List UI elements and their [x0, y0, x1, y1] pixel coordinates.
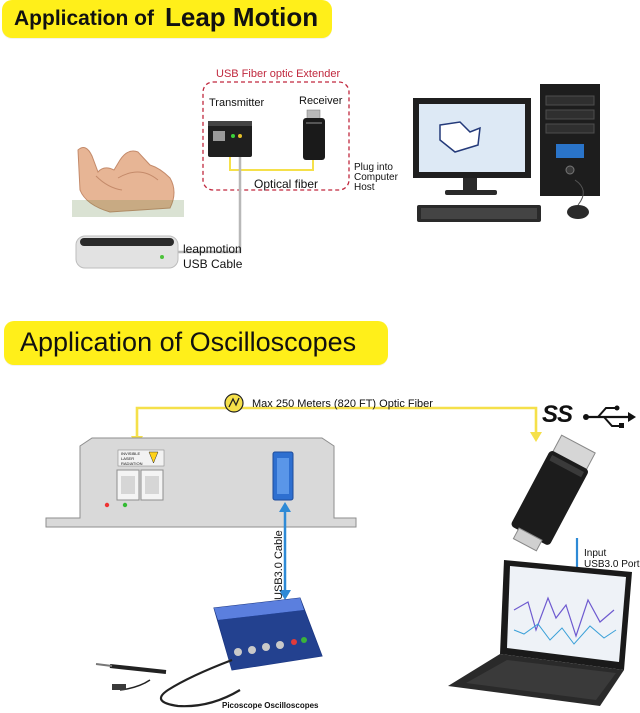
picoscope-device [213, 597, 323, 671]
fiber-icon [224, 393, 244, 413]
receiver-dongle [303, 109, 325, 160]
leapmotion-label: leapmotion [183, 242, 242, 256]
oscilloscopes-banner: Application of Oscilloscopes [4, 321, 388, 365]
fiber-arrow-right [530, 432, 542, 442]
leap-title-prefix: Application of [14, 7, 154, 30]
leap-title-emphasis: Leap Motion [165, 2, 319, 32]
plug-label-line2: Computer [354, 172, 398, 183]
usb3-cable-label: USB3.0 Cable [273, 530, 285, 600]
optical-fiber-line [229, 157, 314, 171]
usb-fiber-dongle [511, 434, 596, 552]
fiber-distance-label: Max 250 Meters (820 FT) Optic Fiber [252, 398, 433, 410]
computer-mouse [567, 205, 589, 219]
laptop [448, 560, 632, 706]
computer-monitor [413, 98, 531, 195]
usb-cable-line [176, 157, 242, 254]
leap-motion-device [75, 235, 179, 269]
input-label-line1: Input [584, 548, 607, 559]
ss-logo-text: SS [542, 401, 573, 428]
optical-fiber-label: Optical fiber [254, 177, 319, 191]
extender-label: USB Fiber optic Extender [216, 68, 341, 80]
transmitter-label: Transmitter [209, 97, 265, 109]
oscilloscope-probe [95, 658, 241, 708]
computer-tower [540, 84, 600, 196]
fiber-extender-panel [45, 437, 357, 528]
usb-cable-label: USB Cable [183, 257, 243, 271]
hand-gesture-image [72, 143, 184, 217]
extender-dashed-box [202, 81, 350, 191]
oscilloscopes-title: Application of Oscilloscopes [20, 327, 357, 357]
plug-label-line3: Host [354, 182, 375, 193]
panel-warning-text: INVISIBLE LASER RADIATION [121, 451, 143, 466]
leap-motion-banner: Application of Leap Motion [2, 0, 332, 38]
picoscope-label: Picoscope Oscilloscopes [222, 701, 319, 710]
optic-fiber-route [135, 406, 538, 440]
input-label-line2: USB3.0 Port [584, 559, 640, 570]
usb-arrow-down [279, 590, 291, 600]
usb-arrow-up [279, 502, 291, 512]
receiver-label: Receiver [299, 95, 343, 107]
ss-usb-logo [583, 405, 636, 428]
plug-label-line1: Plug into [354, 162, 393, 173]
transmitter-device [208, 121, 252, 157]
computer-keyboard [417, 205, 541, 222]
